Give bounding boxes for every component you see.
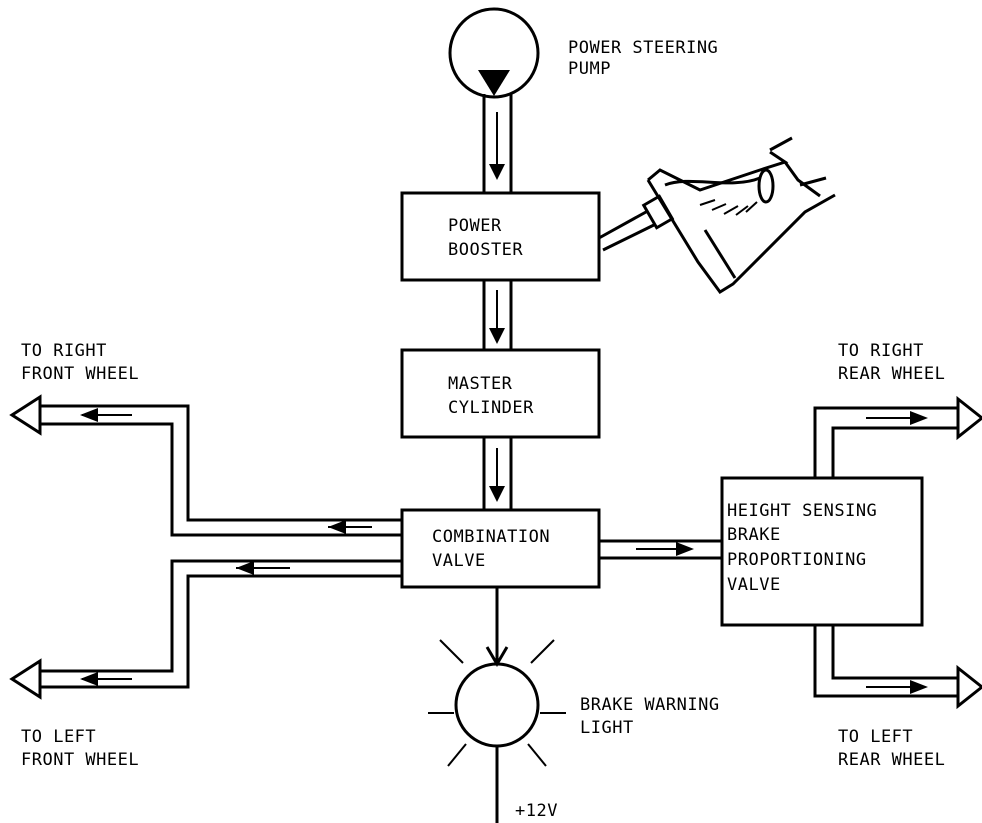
right-front-line: [9, 394, 402, 537]
pump-label-line1: POWER STEERING: [568, 38, 718, 58]
booster-label-line1: POWER: [448, 216, 502, 236]
right-rear-label-line2: REAR WHEEL: [838, 364, 945, 384]
pump-label-line2: PUMP: [568, 59, 611, 79]
right-rear-label-line1: TO RIGHT: [838, 341, 924, 361]
power-booster-box: [400, 191, 601, 282]
master-cylinder-box: [400, 348, 601, 439]
left-rear-label-line2: REAR WHEEL: [838, 750, 945, 770]
left-rear-line: [813, 625, 982, 710]
voltage-label: +12V: [515, 801, 558, 821]
proportioning-valve-box: [720, 476, 924, 627]
left-front-label-line2: FRONT WHEEL: [21, 750, 139, 770]
combination-label-line2: VALVE: [432, 551, 486, 571]
master-to-combination-pipe: [482, 437, 513, 510]
height-label-line3: PROPORTIONING: [727, 550, 867, 570]
pump-to-booster-pipe: [482, 94, 513, 193]
left-front-label-line1: TO LEFT: [21, 727, 96, 747]
booster-label-line2: BOOSTER: [448, 240, 523, 260]
brake-pedal-foot-icon: [598, 136, 836, 295]
combination-valve-box: [400, 508, 601, 589]
right-front-label-line1: TO RIGHT: [21, 341, 107, 361]
brake-warning-light: [454, 662, 540, 748]
left-rear-label-line1: TO LEFT: [838, 727, 913, 747]
booster-to-master-pipe: [482, 280, 513, 350]
warning-wire: [485, 587, 509, 667]
right-rear-line: [813, 395, 982, 478]
pump-triangle-icon: [478, 70, 510, 96]
height-label-line1: HEIGHT SENSING: [727, 501, 877, 521]
warning-label-line1: BRAKE WARNING: [580, 695, 720, 715]
height-label-line2: BRAKE: [727, 525, 781, 545]
right-front-label-line2: FRONT WHEEL: [21, 364, 139, 384]
light-rays-icon: [428, 639, 566, 767]
combination-to-proportioning-pipe: [599, 539, 722, 560]
left-front-line: [9, 559, 402, 700]
master-label-line2: CYLINDER: [448, 398, 534, 418]
height-label-line4: VALVE: [727, 575, 781, 595]
combination-label-line1: COMBINATION: [432, 527, 550, 547]
power-steering-pump: [448, 7, 540, 99]
master-label-line1: MASTER: [448, 374, 513, 394]
warning-label-line2: LIGHT: [580, 718, 634, 738]
